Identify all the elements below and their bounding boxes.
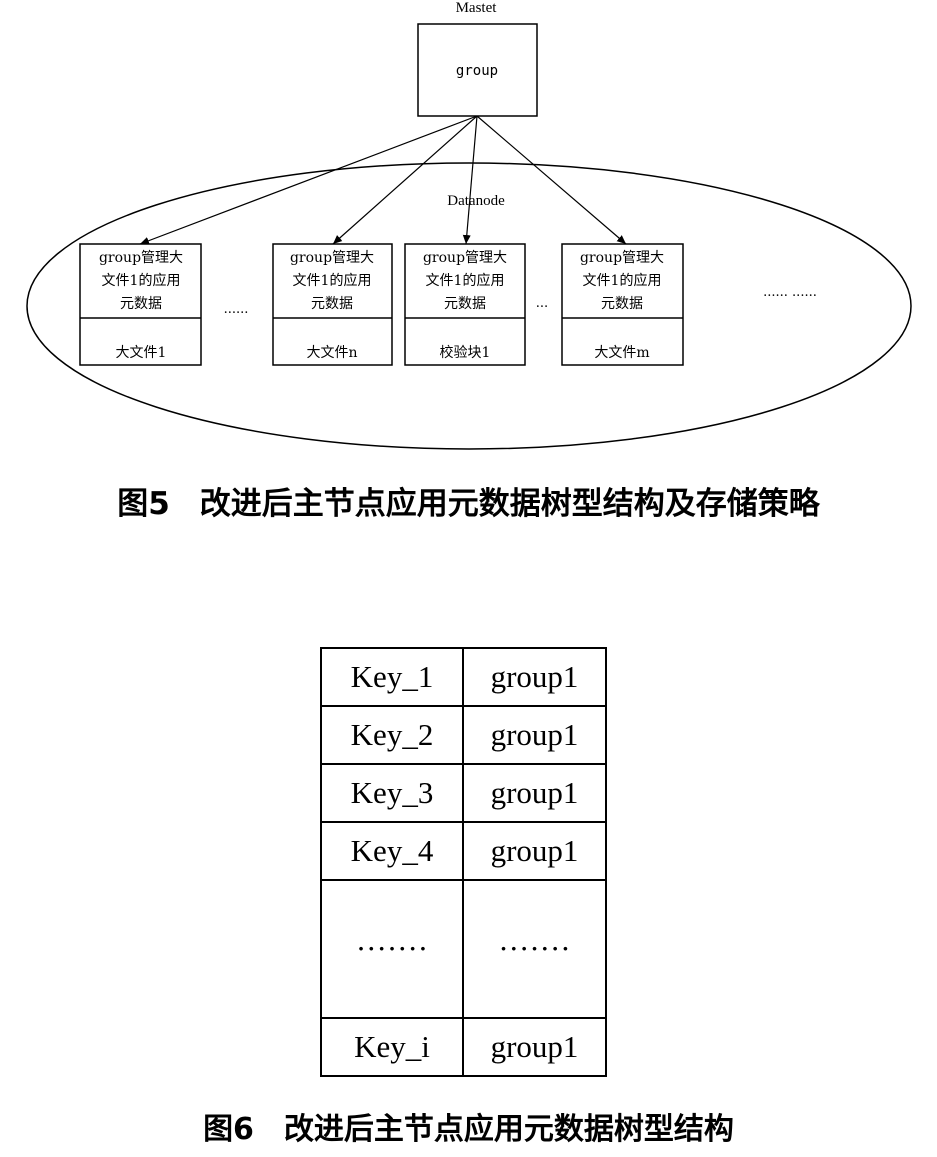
node-box	[79, 243, 202, 366]
key-cell: Key_1	[320, 647, 464, 707]
node-meta-line-1: group管理大	[99, 250, 183, 266]
master-title: Mastet	[456, 0, 498, 16]
key-cell: ·······	[320, 879, 464, 1019]
key-group-table: Key_1 group1 Key_2 group1 Key_3 group1 K…	[320, 647, 607, 1077]
group-cell: group1	[462, 1017, 607, 1077]
node-meta-line-2: 文件1的应用	[293, 272, 372, 289]
group-cell: group1	[462, 705, 607, 765]
table-row: ······· ·······	[320, 879, 607, 1019]
figure-6-caption: 图6 改进后主节点应用元数据树型结构	[0, 1104, 937, 1148]
figure-5-title: 改进后主节点应用元数据树型结构及存储策略	[199, 486, 820, 522]
key-cell: Key_4	[320, 821, 464, 881]
node-meta-line-2: 文件1的应用	[426, 272, 505, 289]
figure-6-title: 改进后主节点应用元数据树型结构	[283, 1112, 734, 1147]
node-box	[561, 243, 684, 366]
node-1: group管理大 文件1的应用 元数据 大文件1	[79, 243, 202, 366]
ellipsis-between-node-1-2: ......	[224, 302, 249, 317]
arrow-to-node-4	[476, 115, 627, 245]
table-row: Key_3 group1	[320, 763, 607, 823]
group-cell: group1	[462, 821, 607, 881]
group-cell: group1	[462, 647, 607, 707]
node-file-label: 校验块1	[440, 344, 491, 361]
figure-6-number: 图6	[203, 1112, 254, 1147]
figure-5-number: 图5	[117, 486, 170, 522]
arrow-to-node-1	[139, 115, 478, 245]
node-meta-line-3: 元数据	[444, 296, 486, 312]
node-meta-line-3: 元数据	[311, 296, 353, 312]
node-box	[404, 243, 526, 366]
node-meta-line-1: group管理大	[580, 250, 664, 266]
node-meta-line-3: 元数据	[120, 296, 162, 312]
ellipsis-between-node-3-4: ...	[536, 296, 548, 311]
node-file-label: 大文件n	[306, 345, 357, 361]
datanode-ellipse	[26, 162, 912, 450]
arrow-to-node-3	[462, 115, 478, 245]
ellipsis-after-node-4: ...... ......	[763, 285, 817, 300]
node-meta-line-2: 文件1的应用	[102, 272, 181, 289]
node-meta-line-2: 文件1的应用	[583, 272, 662, 289]
key-cell: Key_i	[320, 1017, 464, 1077]
node-file-label: 大文件m	[594, 345, 649, 361]
table-row: Key_4 group1	[320, 821, 607, 881]
node-meta-line-3: 元数据	[601, 296, 643, 312]
node-3: group管理大 文件1的应用 元数据 校验块1	[404, 243, 526, 366]
node-file-label: 大文件1	[116, 345, 167, 361]
arrow-to-node-2	[332, 115, 478, 245]
node-meta-line-1: group管理大	[423, 250, 507, 266]
table-row: Key_2 group1	[320, 705, 607, 765]
key-cell: Key_3	[320, 763, 464, 823]
node-box	[272, 243, 393, 366]
datanode-label: Datanode	[447, 193, 505, 209]
table-row: Key_i group1	[320, 1017, 607, 1077]
group-cell: ·······	[462, 879, 607, 1019]
figure-5-caption: 图5 改进后主节点应用元数据树型结构及存储策略	[0, 478, 937, 523]
key-cell: Key_2	[320, 705, 464, 765]
node-2: group管理大 文件1的应用 元数据 大文件n	[272, 243, 393, 366]
table-row: Key_1 group1	[320, 647, 607, 707]
node-meta-line-1: group管理大	[290, 250, 374, 266]
figure-5-diagram: Mastet group Datanode group管理大 文件1的应用 元数…	[26, 0, 912, 450]
node-4: group管理大 文件1的应用 元数据 大文件m	[561, 243, 684, 366]
group-cell: group1	[462, 763, 607, 823]
master-label: group	[456, 63, 498, 79]
